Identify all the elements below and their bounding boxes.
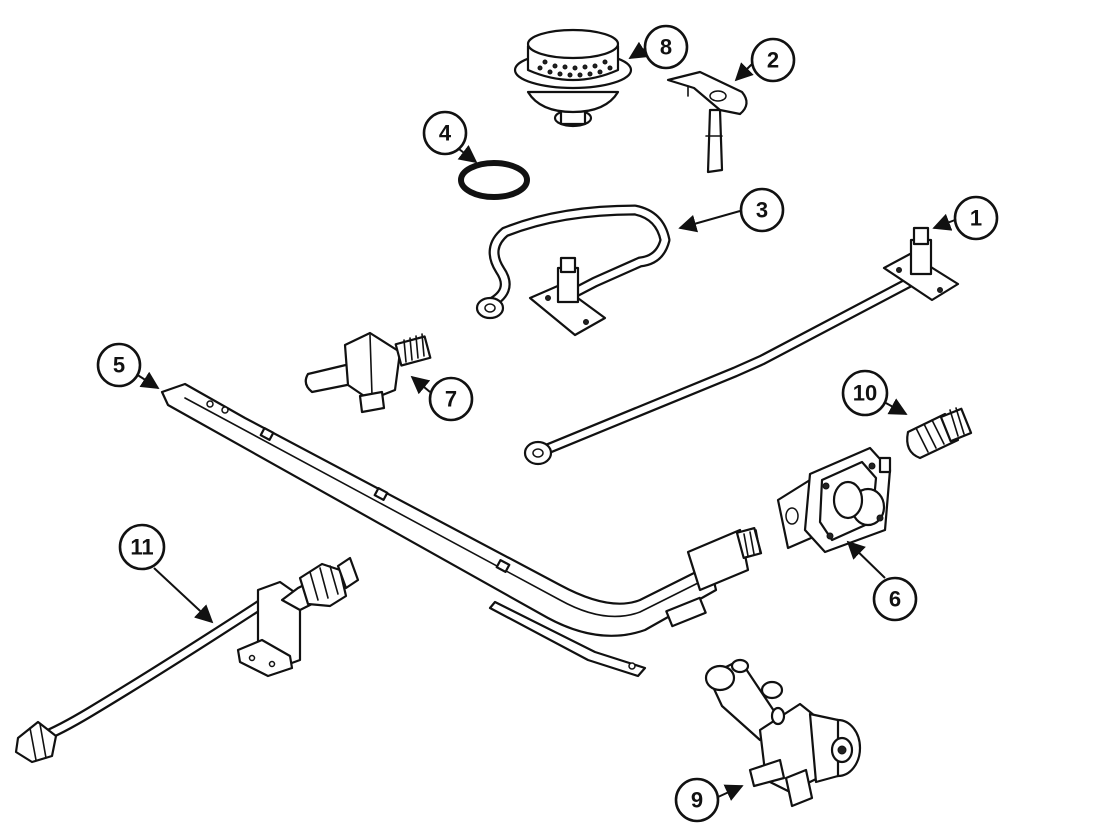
- callout-3[interactable]: 3: [739, 187, 785, 233]
- leader-11: [153, 567, 214, 624]
- svg-text:3: 3: [756, 198, 768, 223]
- leader-9: [717, 784, 744, 801]
- svg-text:7: 7: [445, 387, 457, 412]
- part-4-o-ring[interactable]: [458, 160, 530, 200]
- part-8-burner-head[interactable]: [513, 28, 633, 128]
- part-3-burner-tube[interactable]: [475, 204, 671, 337]
- callout-11[interactable]: 11: [118, 523, 166, 571]
- part-11-supply-tube[interactable]: [14, 556, 360, 764]
- callout-1[interactable]: 1: [953, 195, 999, 241]
- part-6-pressure-regulator[interactable]: [776, 446, 892, 554]
- leader-1: [932, 213, 956, 231]
- part-5-manifold-bracket[interactable]: [160, 382, 763, 678]
- callout-9[interactable]: 9: [674, 777, 720, 823]
- leader-6: [846, 540, 886, 579]
- part-7-orifice-valve[interactable]: [304, 331, 432, 414]
- callout-8[interactable]: 8: [643, 24, 689, 70]
- part-1-burner-tube-long[interactable]: [523, 226, 960, 466]
- part-2-electrode-bracket[interactable]: [666, 70, 748, 174]
- callout-6[interactable]: 6: [872, 576, 918, 622]
- callout-4[interactable]: 4: [422, 110, 468, 156]
- svg-text:4: 4: [439, 121, 452, 146]
- part-9-valve[interactable]: [704, 658, 862, 808]
- svg-text:1: 1: [970, 206, 982, 231]
- leader-5: [135, 371, 160, 389]
- svg-text:8: 8: [660, 35, 672, 60]
- leader-3: [678, 210, 741, 233]
- leader-7: [410, 375, 431, 395]
- callout-10[interactable]: 10: [841, 369, 889, 417]
- callout-5[interactable]: 5: [96, 342, 142, 388]
- svg-text:11: 11: [130, 535, 153, 560]
- leader-2: [734, 62, 754, 82]
- svg-text:2: 2: [767, 48, 779, 73]
- callout-2[interactable]: 2: [750, 37, 796, 83]
- part-10-fitting[interactable]: [906, 407, 973, 460]
- svg-text:5: 5: [113, 353, 125, 378]
- leader-8: [628, 41, 649, 59]
- svg-text:6: 6: [889, 587, 901, 612]
- leader-10: [883, 398, 908, 415]
- svg-text:10: 10: [853, 381, 877, 406]
- leader-lines: [135, 41, 956, 801]
- callout-7[interactable]: 7: [428, 376, 474, 422]
- svg-text:9: 9: [691, 788, 703, 813]
